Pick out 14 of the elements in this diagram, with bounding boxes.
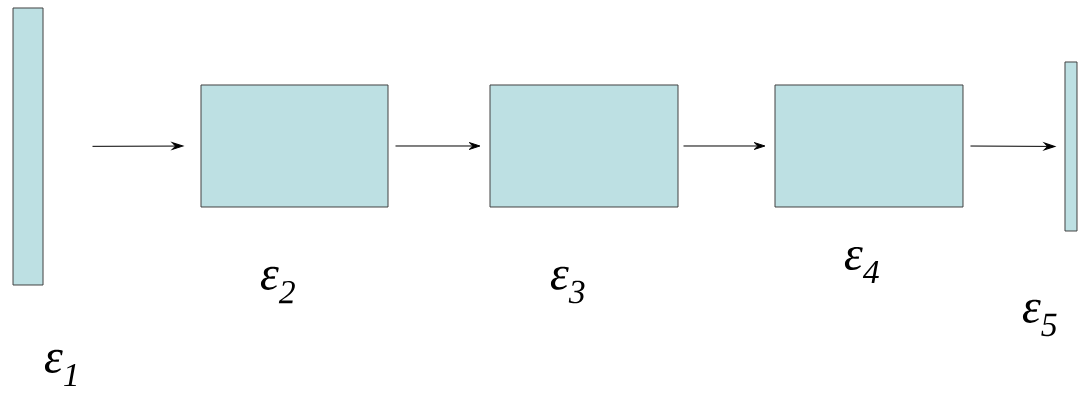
epsilon-label: ε$_{3}$ (550, 266, 585, 304)
epsilon-label: ε$_{2}$ (260, 266, 295, 304)
epsilon-label: ε$_{4}$ (844, 246, 879, 284)
epsilon-label: ε$_{1}$ (44, 349, 76, 387)
epsilon-label: ε$_{5}$ (1022, 299, 1057, 337)
arrow (683, 142, 766, 150)
plate-bar (12, 7, 44, 286)
arrow (395, 142, 481, 150)
arrow (970, 142, 1056, 151)
process-box (200, 84, 389, 208)
plate-bar (1064, 61, 1078, 232)
arrow (92, 142, 184, 150)
process-box (774, 84, 964, 208)
process-box (489, 84, 679, 208)
